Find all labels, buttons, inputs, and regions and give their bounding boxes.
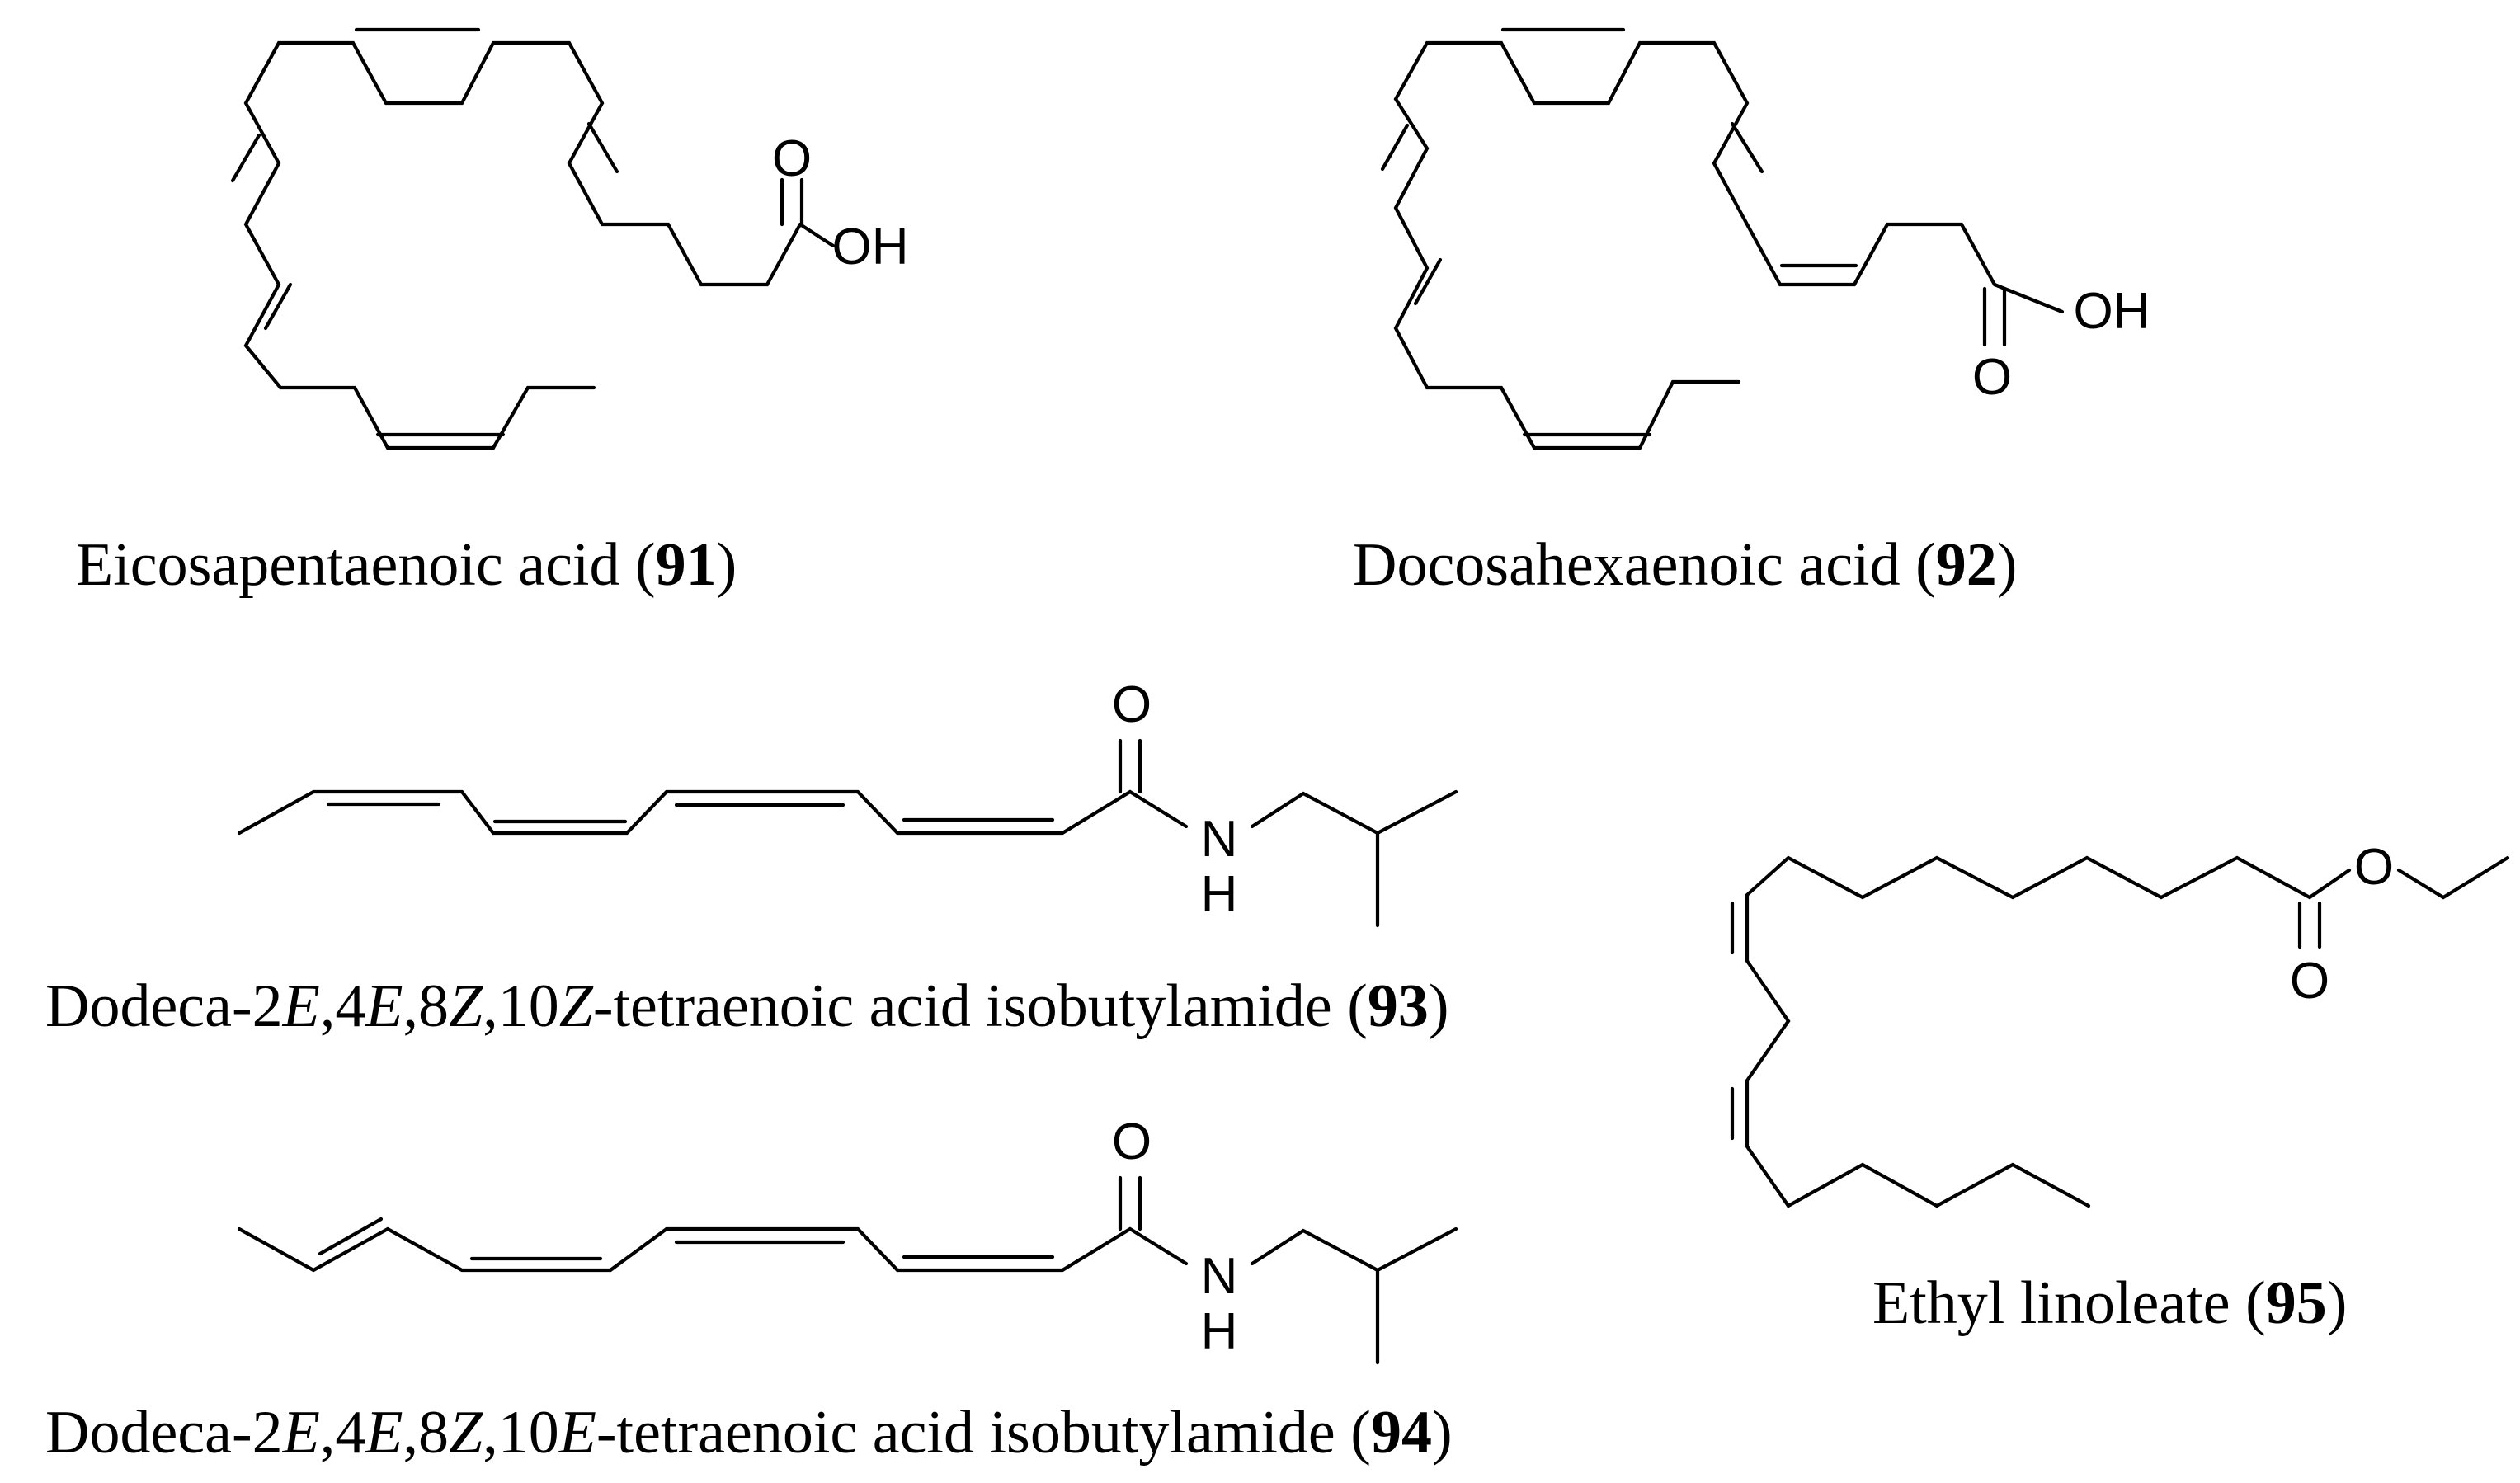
oxygen-label: O bbox=[1972, 349, 2012, 406]
structure-91-eicosapentaenoic-acid: O OH bbox=[230, 27, 909, 450]
compound-number: 95 bbox=[2265, 1269, 2327, 1337]
caption-92: Docosahexaenoic acid (92) bbox=[1353, 534, 2017, 596]
paren-close: ) bbox=[1431, 1399, 1453, 1467]
structure-92-docosahexaenoic-acid: O OH bbox=[1380, 27, 2150, 450]
name-part: Dodeca-2 bbox=[45, 972, 283, 1040]
stereo-descriptor: E bbox=[365, 1399, 403, 1467]
compound-name: Docosahexaenoic acid bbox=[1353, 531, 1901, 599]
compound-number: 93 bbox=[1367, 972, 1429, 1040]
caption-94: Dodeca-2E,4E,8Z,10E-tetraenoic acid isob… bbox=[45, 1402, 1453, 1463]
name-part: ,8 bbox=[403, 972, 450, 1040]
name-part: ,4 bbox=[319, 1399, 366, 1467]
paren-open: ( bbox=[619, 531, 656, 599]
compound-name: Eicosapentaenoic acid bbox=[76, 531, 620, 599]
paren-close: ) bbox=[716, 531, 737, 599]
structure-94-isobutylamide: O N H bbox=[237, 1113, 1458, 1365]
paren-open: ( bbox=[1335, 1399, 1371, 1467]
stereo-descriptor: E bbox=[282, 972, 320, 1040]
nitrogen-label: N bbox=[1201, 811, 1238, 868]
oxygen-label: O bbox=[772, 130, 812, 187]
hydrogen-label: H bbox=[1201, 866, 1238, 923]
compound-number: 94 bbox=[1370, 1399, 1432, 1467]
stereo-descriptor: E bbox=[558, 1399, 596, 1467]
hydroxyl-label: OH bbox=[832, 219, 909, 275]
nitrogen-label: N bbox=[1201, 1248, 1238, 1305]
stereo-descriptor: Z bbox=[449, 972, 483, 1040]
compound-name: Ethyl linoleate bbox=[1872, 1269, 2230, 1337]
paren-close: ) bbox=[1428, 972, 1449, 1040]
hydrogen-label: H bbox=[1201, 1303, 1238, 1360]
caption-95: Ethyl linoleate (95) bbox=[1872, 1273, 2347, 1334]
ester-oxygen-label: O bbox=[2354, 839, 2394, 896]
name-part: -tetraenoic acid isobutylamide bbox=[592, 972, 1332, 1040]
paren-open: ( bbox=[2230, 1269, 2266, 1337]
name-part: ,10 bbox=[483, 1399, 559, 1467]
name-part: ,10 bbox=[483, 972, 559, 1040]
compound-number: 91 bbox=[655, 531, 717, 599]
name-part: ,4 bbox=[319, 972, 366, 1040]
stereo-descriptor: E bbox=[365, 972, 403, 1040]
structure-95-ethyl-linoleate: O O bbox=[1730, 839, 2510, 1208]
stereo-descriptor: Z bbox=[558, 972, 593, 1040]
stereo-descriptor: E bbox=[282, 1399, 320, 1467]
compound-number: 92 bbox=[1935, 531, 1997, 599]
oxygen-label: O bbox=[1112, 676, 1152, 733]
paren-close: ) bbox=[2326, 1269, 2348, 1337]
name-part: ,8 bbox=[403, 1399, 450, 1467]
carbonyl-oxygen-label: O bbox=[2290, 953, 2329, 1010]
stereo-descriptor: Z bbox=[449, 1399, 483, 1467]
name-part: -tetraenoic acid isobutylamide bbox=[596, 1399, 1335, 1467]
structure-93-isobutylamide: O N H bbox=[237, 676, 1458, 928]
paren-open: ( bbox=[1331, 972, 1368, 1040]
caption-91: Eicosapentaenoic acid (91) bbox=[76, 534, 737, 596]
caption-93: Dodeca-2E,4E,8Z,10Z-tetraenoic acid isob… bbox=[45, 976, 1449, 1037]
name-part: Dodeca-2 bbox=[45, 1399, 283, 1467]
paren-close: ) bbox=[1996, 531, 2018, 599]
paren-open: ( bbox=[1900, 531, 1936, 599]
hydroxyl-label: OH bbox=[2074, 283, 2150, 340]
oxygen-label: O bbox=[1112, 1113, 1152, 1170]
